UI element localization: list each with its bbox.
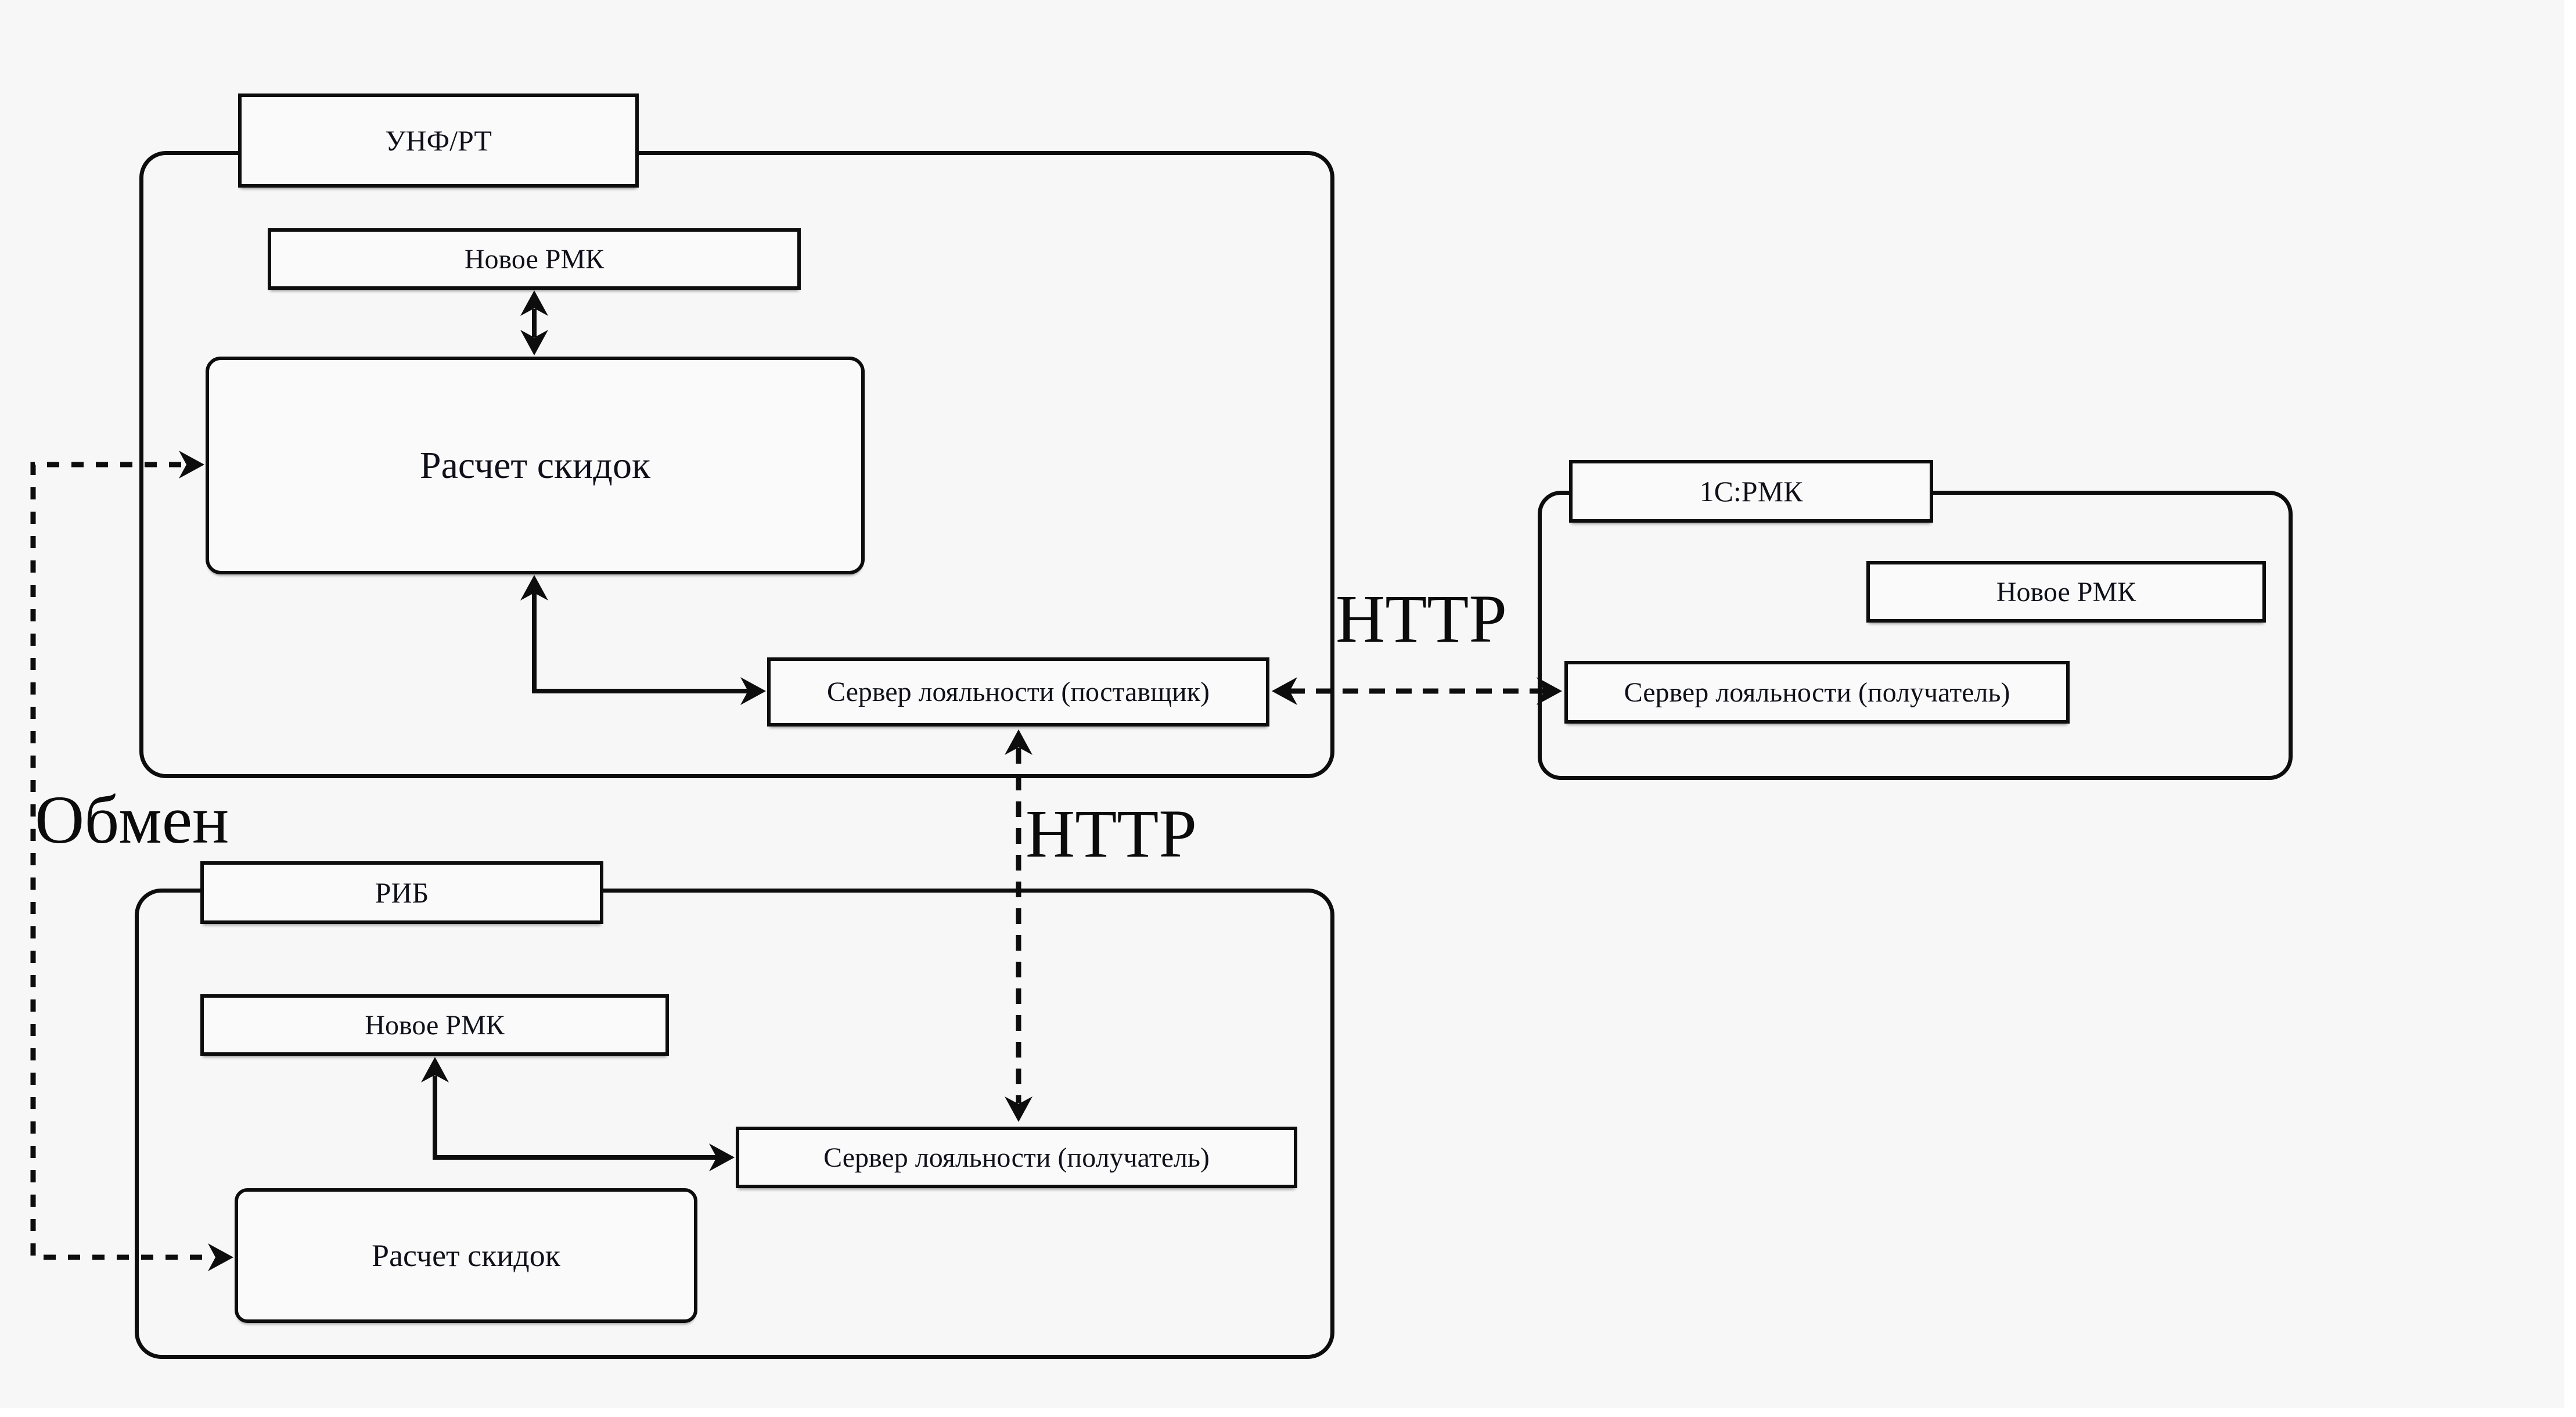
container-title-unf-rt-label: УНФ/РТ <box>385 124 492 157</box>
container-title-unf-rt: УНФ/РТ <box>238 93 639 188</box>
edge-label-http-top: HTTP <box>1336 581 1507 657</box>
container-title-1c-rmk: 1С:РМК <box>1569 460 1933 523</box>
container-title-1c-rmk-label: 1С:РМК <box>1699 475 1803 508</box>
node-novoe-rmk-1c-label: Новое РМК <box>1996 576 2136 607</box>
edge-label-obmen: Обмен <box>35 782 229 858</box>
node-server-loyalty-receiver-1c: Сервер лояльности (получатель) <box>1564 661 2070 724</box>
node-novoe-rmk-unf-label: Новое РМК <box>464 243 605 275</box>
edge-label-http-middle: HTTP <box>1026 796 1197 872</box>
node-raschet-skidok-unf-label: Расчет скидок <box>419 444 651 487</box>
node-raschet-skidok-unf: Расчет скидок <box>206 357 865 574</box>
container-title-rib-label: РИБ <box>375 876 429 909</box>
node-server-loyalty-supplier: Сервер лояльности (поставщик) <box>767 657 1269 727</box>
node-raschet-skidok-rib-label: Расчет скидок <box>372 1238 560 1273</box>
node-novoe-rmk-rib-label: Новое РМК <box>365 1009 505 1041</box>
node-raschet-skidok-rib: Расчет скидок <box>235 1188 697 1323</box>
container-title-rib: РИБ <box>200 861 603 924</box>
node-novoe-rmk-rib: Новое РМК <box>200 994 669 1056</box>
node-novoe-rmk-1c: Новое РМК <box>1866 561 2266 623</box>
node-server-loyalty-receiver-rib: Сервер лояльности (получатель) <box>736 1127 1297 1188</box>
node-server-loyalty-receiver-rib-label: Сервер лояльности (получатель) <box>823 1142 1210 1173</box>
node-server-loyalty-supplier-label: Сервер лояльности (поставщик) <box>826 677 1210 707</box>
container-1c-rmk <box>1538 491 2293 780</box>
node-novoe-rmk-unf: Новое РМК <box>268 228 801 290</box>
node-server-loyalty-receiver-1c-label: Сервер лояльности (получатель) <box>1624 677 2010 708</box>
